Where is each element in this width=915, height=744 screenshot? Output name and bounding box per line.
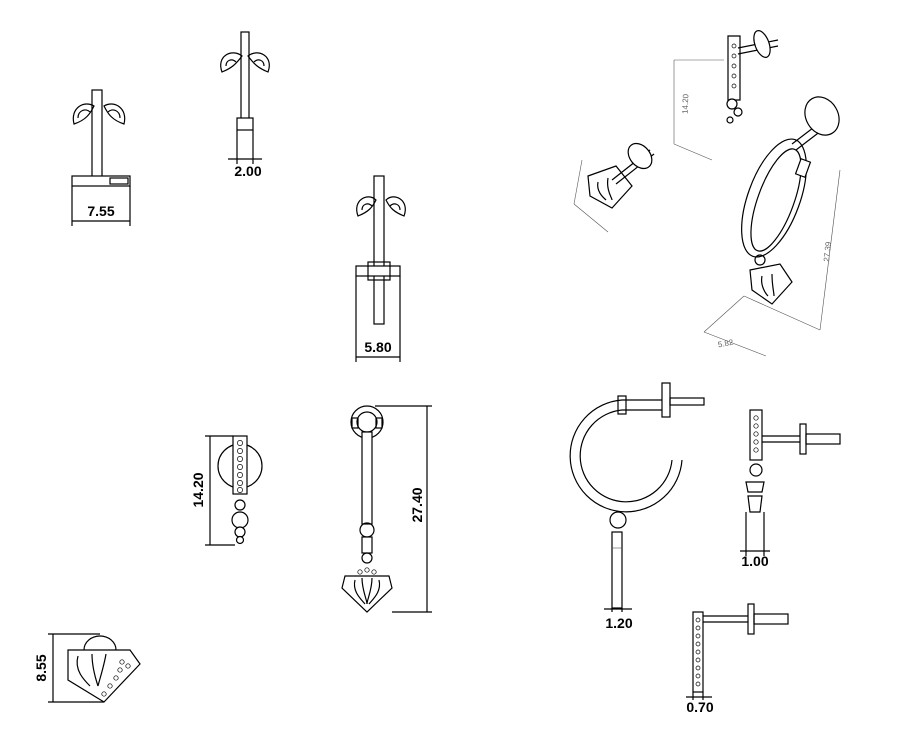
iso-dim-label-582: 5.82 — [717, 338, 734, 350]
view-pave-bar-drop: 14.20 — [190, 435, 263, 546]
view-small-side-stud: 0.70 — [686, 603, 789, 715]
dim-label-580: 5.80 — [364, 339, 391, 355]
view-side-bar-stud: 1.00 — [740, 409, 841, 569]
dim-label-2740: 27.40 — [409, 487, 425, 522]
dim-label-100: 1.00 — [741, 553, 768, 569]
dim-label-755: 7.55 — [87, 203, 114, 219]
dim-label-1420: 14.20 — [190, 472, 206, 507]
iso-bar-drop: 14.20 — [673, 30, 779, 161]
iso-pentagon-stud — [573, 142, 655, 233]
dim-label-120: 1.20 — [605, 615, 632, 631]
view-bar-stud: 5.80 — [355, 175, 406, 362]
dim-label-200: 2.00 — [234, 163, 261, 179]
view-thin-stud: 2.00 — [220, 31, 270, 179]
dim-label-070: 0.70 — [686, 699, 713, 715]
iso-dim-label-2739: 27.39 — [822, 241, 833, 262]
iso-dim-label-1420: 14.20 — [681, 93, 691, 114]
view-long-drop: 27.40 — [341, 405, 432, 613]
iso-hoop-pentagon: 27.39 5.82 — [703, 96, 841, 357]
view-pentagon-charm: 8.55 — [33, 633, 141, 703]
dim-label-855: 8.55 — [33, 654, 49, 681]
view-stud-side: 7.55 — [71, 89, 131, 226]
view-hoop-bar: 1.20 — [569, 382, 705, 631]
